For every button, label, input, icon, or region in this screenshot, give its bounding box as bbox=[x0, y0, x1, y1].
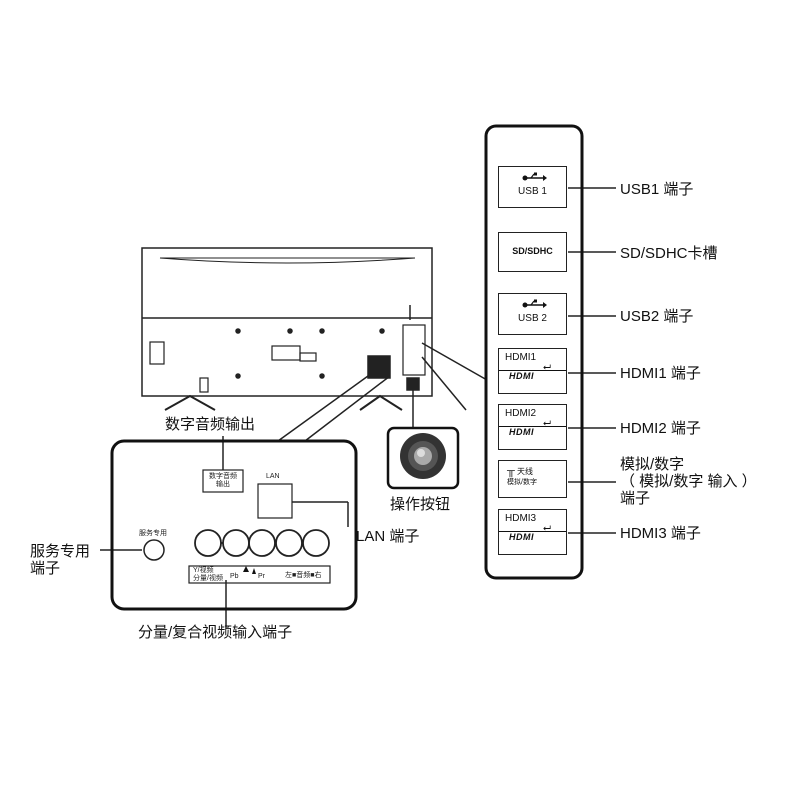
hdmi1-port: HDMI1 ⮠ HDMI bbox=[498, 348, 567, 394]
hdmi1-port-label: HDMI1 端子 bbox=[620, 365, 701, 382]
tv-back bbox=[141, 247, 433, 411]
side-panel bbox=[484, 124, 584, 580]
hdmi-arrow-icon: ⮠ bbox=[543, 418, 551, 429]
service-port-circle bbox=[143, 539, 165, 561]
rca-jacks bbox=[194, 529, 330, 557]
usb2-port: USB 2 bbox=[498, 293, 567, 335]
pr-text: Pr bbox=[258, 573, 265, 580]
operation-button-label: 操作按钮 bbox=[390, 496, 451, 513]
operation-button-box bbox=[386, 426, 460, 490]
pb-text: Pb bbox=[230, 573, 239, 580]
hdmi-arrow-icon: ⮠ bbox=[543, 362, 551, 373]
usb-icon bbox=[522, 172, 547, 181]
lan-box-text: LAN bbox=[266, 473, 280, 480]
digital-audio-out-label: 数字音频输出 bbox=[165, 416, 256, 433]
rear-panel bbox=[110, 439, 358, 611]
analog-digital-label: 模拟/数字 （ 模拟/数字 输入 ） 端子 bbox=[620, 456, 757, 507]
sdhc-slot: SD/SDHC bbox=[498, 232, 567, 272]
hdmi3-port: HDMI3 ⮠ HDMI bbox=[498, 509, 567, 555]
hdmi-arrow-icon: ⮠ bbox=[543, 523, 551, 534]
usb-icon bbox=[522, 299, 547, 308]
component-composite-label: 分量/复合视频输入端子 bbox=[138, 624, 293, 641]
audio-lr-text: 左■音频■右 bbox=[285, 572, 322, 579]
hdmi2-port: HDMI2 ⮠ HDMI bbox=[498, 404, 567, 450]
usb1-port: USB 1 bbox=[498, 166, 567, 208]
antenna-port: ╥ 天线 模拟/数字 bbox=[498, 460, 567, 498]
digital-audio-box-text: 数字音频 输出 bbox=[209, 473, 237, 488]
hdmi3-port-label: HDMI3 端子 bbox=[620, 525, 701, 542]
sdhc-slot-label: SD/SDHC卡槽 bbox=[620, 245, 718, 262]
service-box-text: 服务专用 bbox=[139, 530, 167, 537]
hdmi2-port-label: HDMI2 端子 bbox=[620, 420, 701, 437]
service-port-label: 服务专用 端子 bbox=[30, 543, 91, 577]
video-strip-text: Y/视频 分量/视频 bbox=[193, 567, 223, 582]
usb1-port-label: USB1 端子 bbox=[620, 181, 694, 198]
usb2-port-label: USB2 端子 bbox=[620, 308, 694, 325]
lan-port-label: LAN 端子 bbox=[356, 528, 420, 545]
knob-icon bbox=[400, 433, 446, 479]
antenna-icon: ╥ bbox=[507, 465, 515, 477]
